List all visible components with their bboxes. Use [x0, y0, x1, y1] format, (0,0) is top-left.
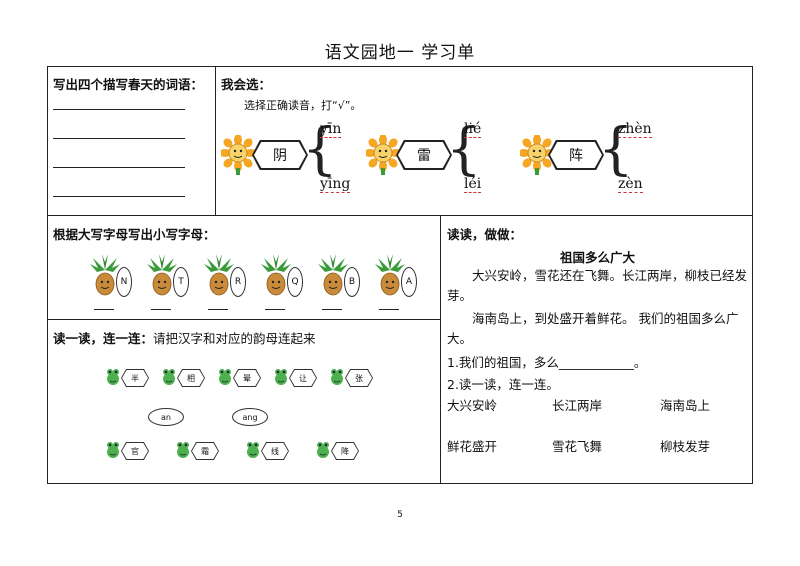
- frog-icon: [163, 369, 175, 385]
- poem-paragraph-1: 大兴安岭，雪花还在飞舞。长江两岸，柳枝已经发芽。: [447, 268, 748, 303]
- character-hexagon[interactable]: 让: [289, 369, 317, 387]
- pinyin-option-2a[interactable]: lié: [464, 121, 482, 138]
- character-hexagon[interactable]: 降: [331, 442, 359, 460]
- character-hexagon[interactable]: 官: [121, 442, 149, 460]
- divider-horizontal-left: [47, 319, 440, 320]
- lowercase-answer-line[interactable]: [265, 309, 285, 310]
- spring-words-heading: 写出四个描写春天的词语：: [53, 77, 204, 92]
- frog-icon: [331, 369, 343, 385]
- match-top-2[interactable]: 长江两岸: [552, 398, 603, 413]
- pinyin-option-1b[interactable]: yīng: [320, 176, 351, 193]
- pinyin-option-3a[interactable]: zhèn: [618, 121, 652, 138]
- uppercase-letter: Q: [287, 267, 303, 297]
- character-box-1: 阴: [252, 140, 308, 170]
- match-bottom-3[interactable]: 柳枝发芽: [660, 439, 711, 454]
- answer-line-2[interactable]: [53, 138, 185, 139]
- poem-title: 祖国多么广大: [560, 250, 636, 265]
- answer-line-1[interactable]: [53, 109, 185, 110]
- match-bottom-2[interactable]: 雪花飞舞: [552, 439, 603, 454]
- character-hexagon[interactable]: 霜: [191, 442, 219, 460]
- character-hexagon[interactable]: 线: [261, 442, 289, 460]
- character-label: 相: [178, 370, 204, 386]
- lowercase-answer-line[interactable]: [151, 309, 171, 310]
- character-hexagon[interactable]: 晕: [233, 369, 261, 387]
- sunflower-icon: [221, 135, 255, 175]
- answer-line-4[interactable]: [53, 196, 185, 197]
- character-hexagon[interactable]: 相: [177, 369, 205, 387]
- choose-heading: 我会选：: [221, 77, 272, 92]
- letters-heading: 根据大写字母写出小写字母：: [53, 227, 216, 242]
- pineapple-palm-icon: [90, 254, 120, 296]
- brace-1: {: [302, 117, 338, 182]
- divider-horizontal-top: [47, 215, 753, 216]
- connect-heading-label: 读一读，连一连：: [53, 331, 154, 346]
- character-label: 官: [122, 443, 148, 459]
- character-label: 让: [290, 370, 316, 386]
- lowercase-answer-line[interactable]: [322, 309, 342, 310]
- brace-2: {: [446, 117, 482, 182]
- reading-heading: 读读，做做：: [447, 227, 523, 242]
- frog-icon: [247, 442, 259, 458]
- connect-heading: 读一读，连一连：请把汉字和对应的韵母连起来: [53, 328, 316, 347]
- pinyin-option-2b[interactable]: léi: [464, 176, 482, 193]
- uppercase-letter: T: [173, 267, 189, 297]
- uppercase-letter: N: [116, 267, 132, 297]
- final-an[interactable]: an: [148, 408, 184, 426]
- character-hexagon[interactable]: 张: [345, 369, 373, 387]
- match-top-1[interactable]: 大兴安岭: [447, 398, 498, 413]
- pinyin-option-1a[interactable]: yīn: [320, 121, 342, 138]
- character-label: 晕: [234, 370, 260, 386]
- divider-vertical-bottom: [440, 215, 441, 484]
- match-top-3[interactable]: 海南岛上: [660, 398, 711, 413]
- pineapple-palm-icon: [318, 254, 348, 296]
- frog-icon: [317, 442, 329, 458]
- question-2: 2.读一读，连一连。: [447, 377, 559, 392]
- character-label: 霜: [192, 443, 218, 459]
- choose-instruction: 选择正确读音，打“√”。: [244, 99, 362, 112]
- character-label: 张: [346, 370, 372, 386]
- lowercase-answer-line[interactable]: [208, 309, 228, 310]
- pineapple-palm-icon: [261, 254, 291, 296]
- connect-instruction: 请把汉字和对应的韵母连起来: [153, 331, 316, 346]
- frog-icon: [219, 369, 231, 385]
- character-box-3: 阵: [548, 140, 604, 170]
- character-label: 线: [262, 443, 288, 459]
- answer-line-3[interactable]: [53, 167, 185, 168]
- final-ang[interactable]: ang: [232, 408, 268, 426]
- lowercase-answer-line[interactable]: [379, 309, 399, 310]
- page-number: 5: [397, 510, 403, 520]
- match-bottom-1[interactable]: 鲜花盛开: [447, 439, 498, 454]
- lowercase-answer-line[interactable]: [94, 309, 114, 310]
- pineapple-palm-icon: [147, 254, 177, 296]
- uppercase-letter: B: [344, 267, 360, 297]
- pineapple-palm-icon: [375, 254, 405, 296]
- uppercase-letter: A: [401, 267, 417, 297]
- frog-icon: [107, 442, 119, 458]
- brace-3: {: [598, 117, 634, 182]
- divider-vertical-top: [215, 66, 216, 215]
- page-title: 语文园地一 学习单: [324, 43, 476, 63]
- pinyin-option-3b[interactable]: zèn: [618, 176, 643, 193]
- sunflower-icon: [366, 135, 400, 175]
- uppercase-letter: R: [230, 267, 246, 297]
- poem-paragraph-2: 海南岛上，到处盛开着鲜花。 我们的祖国多么广大。: [447, 311, 739, 346]
- character-hexagon[interactable]: 半: [121, 369, 149, 387]
- character-label: 降: [332, 443, 358, 459]
- frog-icon: [107, 369, 119, 385]
- frog-icon: [275, 369, 287, 385]
- pineapple-palm-icon: [204, 254, 234, 296]
- sunflower-icon: [520, 135, 554, 175]
- question-1[interactable]: 1.我们的祖国，多么____________。: [447, 355, 647, 370]
- worksheet-frame: [47, 66, 753, 484]
- character-box-2: 雷: [396, 140, 452, 170]
- frog-icon: [177, 442, 189, 458]
- character-label: 半: [122, 370, 148, 386]
